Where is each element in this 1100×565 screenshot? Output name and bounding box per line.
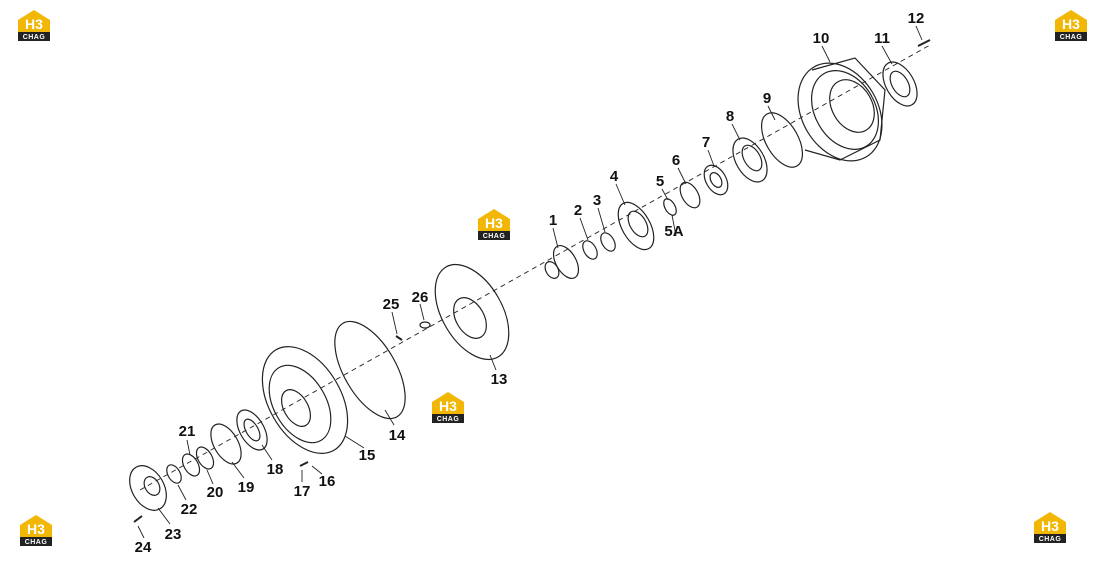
part-20-ring <box>195 446 215 470</box>
callout-label-13: 13 <box>491 371 508 388</box>
logo-mark-text: H3 <box>25 16 43 32</box>
logo-brand-text: CHAG <box>1060 34 1083 41</box>
callout-label-17: 17 <box>294 483 311 500</box>
logo-base <box>1034 534 1066 543</box>
callout-label-11: 11 <box>874 30 890 47</box>
logo-roof-shape <box>18 10 50 32</box>
part-10-housing <box>797 57 886 162</box>
logo-base <box>18 32 50 41</box>
logo-base <box>20 537 52 546</box>
part-25-pin <box>395 335 403 341</box>
logo-roof-shape <box>432 392 464 414</box>
part-14-oring <box>334 320 406 420</box>
logo-base <box>432 414 464 423</box>
part-21-ring <box>181 453 201 477</box>
logo-base <box>1055 32 1087 41</box>
callout-label-5: 5 <box>656 173 664 190</box>
callout-label-15: 15 <box>359 447 376 464</box>
part-26-spring <box>419 321 431 329</box>
part-6-ring <box>679 181 701 209</box>
part-13-turbine <box>434 263 510 361</box>
callout-label-22: 22 <box>181 501 198 518</box>
callout-label-19: 19 <box>238 479 255 496</box>
part-17-bolt <box>299 461 309 467</box>
logo-mark-text: H3 <box>485 215 503 231</box>
part-22-seal <box>166 464 182 484</box>
logo-brand-text: CHAG <box>23 34 46 41</box>
part-9-oring <box>760 112 804 168</box>
part-5-ring <box>663 198 677 216</box>
logo-mark-text: H3 <box>27 521 45 537</box>
callout-label-26: 26 <box>412 289 429 306</box>
callout-label-4: 4 <box>610 168 619 185</box>
callout-label-8: 8 <box>726 108 734 125</box>
callout-label-18: 18 <box>267 461 284 478</box>
callout-label-3: 3 <box>593 192 601 209</box>
part-15-cover <box>261 346 349 454</box>
part-2-ring <box>582 240 598 260</box>
part-7-bearing <box>703 164 729 196</box>
logo-base <box>478 231 510 240</box>
logo-mark-text: H3 <box>439 398 457 414</box>
callout-label-16: 16 <box>319 473 336 490</box>
callout-label-20: 20 <box>207 484 224 501</box>
part-1-hub <box>552 245 580 279</box>
leader-lines <box>137 25 923 539</box>
part-3-ring <box>600 232 616 252</box>
callout-label-14: 14 <box>389 427 406 444</box>
logo-roof-shape <box>1055 10 1087 32</box>
logo-brand-text: CHAG <box>25 539 48 546</box>
part-4-impeller <box>617 201 655 251</box>
logo-roof-shape <box>478 209 510 231</box>
logo-brand-text: CHAG <box>437 416 460 423</box>
part-11-gasket <box>882 61 918 107</box>
callout-label-25: 25 <box>383 296 400 313</box>
logo-mark-text: H3 <box>1041 518 1059 534</box>
callout-label-12: 12 <box>908 10 925 27</box>
callout-label-23: 23 <box>165 526 182 543</box>
callout-label-21: 21 <box>179 423 196 440</box>
logo-brand-text: CHAG <box>1039 536 1062 543</box>
callout-label-1: 1 <box>549 212 557 229</box>
part-18-bearing <box>236 409 268 451</box>
logo-brand-text: CHAG <box>483 233 506 240</box>
logo-mark-text: H3 <box>1062 16 1080 32</box>
callout-label-6: 6 <box>672 152 680 169</box>
part-23-flange <box>129 465 167 511</box>
callout-label-10: 10 <box>813 30 830 47</box>
logo-roof-shape <box>20 515 52 537</box>
callout-label-9: 9 <box>763 90 771 107</box>
part-12-bolt <box>917 39 931 47</box>
part-19-ring <box>210 423 242 465</box>
center-axis-line <box>139 44 931 491</box>
callout-label-24: 24 <box>135 539 152 556</box>
logo-roof-shape <box>1034 512 1066 534</box>
callout-label-2: 2 <box>574 202 582 219</box>
part-24-bolt <box>133 515 143 523</box>
part-8-bearing <box>732 137 768 183</box>
callout-label-7: 7 <box>702 134 710 151</box>
callout-label-5a: 5A <box>664 223 683 240</box>
